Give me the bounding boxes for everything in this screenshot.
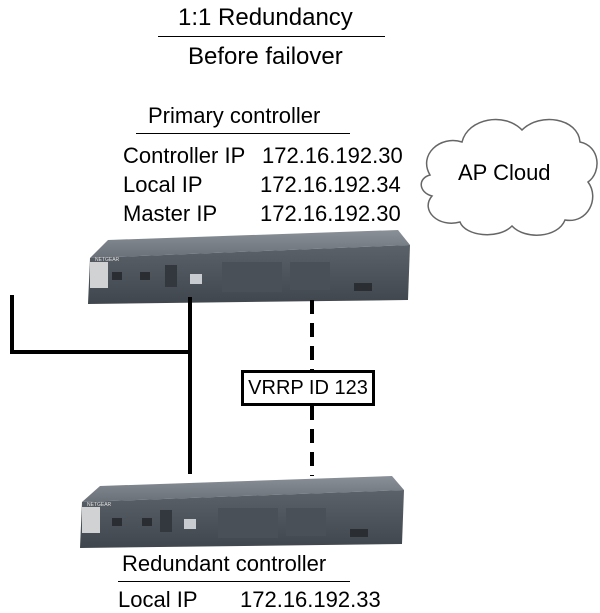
primary-controller-ip-name: Controller IP bbox=[123, 143, 246, 168]
redundant-local-ip-value: 172.16.192.33 bbox=[240, 587, 381, 612]
vrrp-id-label: VRRP ID 123 bbox=[248, 376, 368, 399]
redundant-controller-device bbox=[80, 476, 404, 548]
primary-local-ip-name: Local IP bbox=[123, 172, 203, 197]
primary-master-ip-name: Master IP bbox=[123, 201, 218, 226]
primary-label-underline bbox=[136, 133, 350, 134]
primary-controller-device bbox=[88, 230, 410, 304]
primary-controller-ip-value: 172.16.192.30 bbox=[262, 143, 403, 168]
primary-local-ip-value: 172.16.192.34 bbox=[260, 172, 401, 197]
primary-master-ip-value: 172.16.192.30 bbox=[260, 201, 401, 226]
primary-controller-label: Primary controller bbox=[148, 103, 321, 128]
redundant-controller-label: Redundant controller bbox=[122, 551, 327, 576]
uplink-line bbox=[10, 295, 190, 354]
redundant-local-ip-name: Local IP bbox=[118, 587, 198, 612]
title-underline bbox=[158, 36, 385, 37]
primary-device-brand: NETGEAR bbox=[95, 257, 120, 263]
redundant-label-underline bbox=[118, 581, 350, 582]
ap-cloud-shape bbox=[420, 118, 598, 236]
ap-cloud-label: AP Cloud bbox=[458, 160, 551, 185]
redundant-device-brand: NETGEAR bbox=[87, 502, 112, 508]
vrrp-id-box: VRRP ID 123 bbox=[241, 370, 375, 406]
diagram-subtitle: Before failover bbox=[188, 43, 343, 70]
diagram-title: 1:1 Redundancy bbox=[178, 4, 353, 31]
